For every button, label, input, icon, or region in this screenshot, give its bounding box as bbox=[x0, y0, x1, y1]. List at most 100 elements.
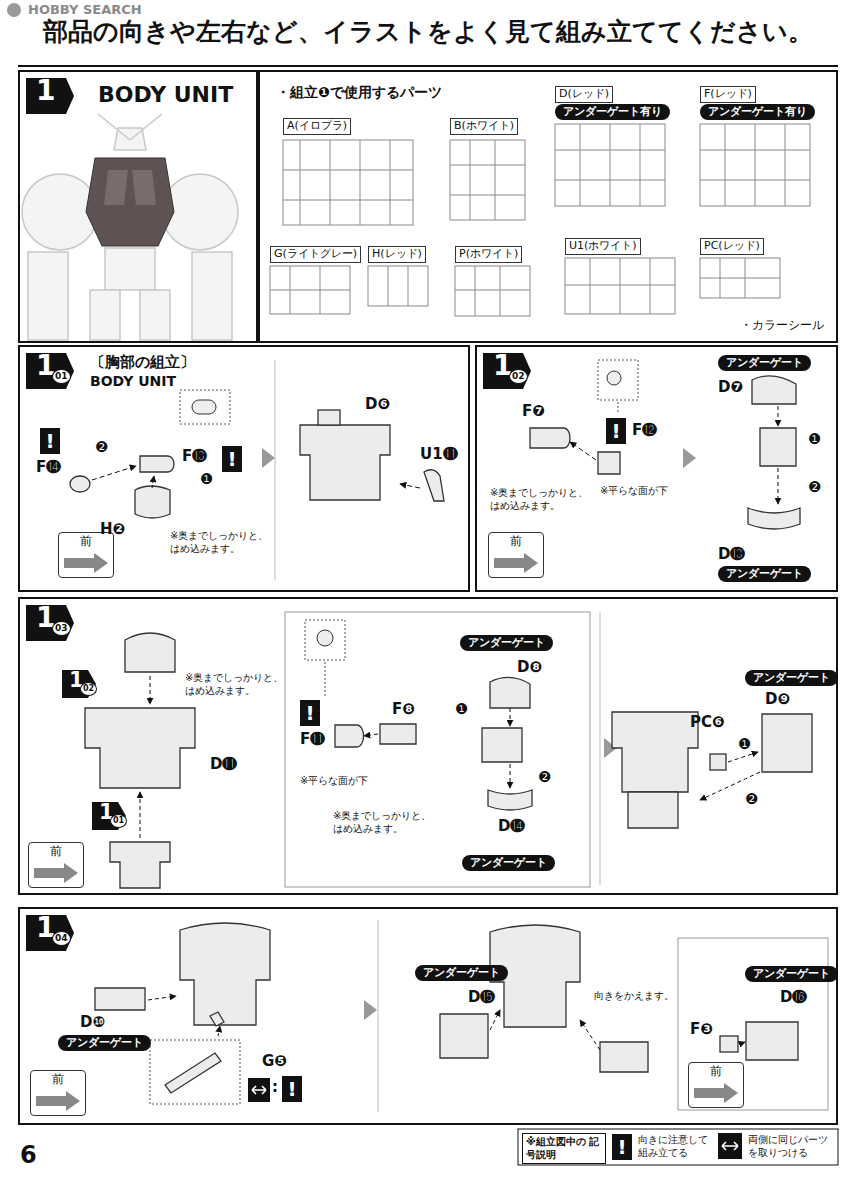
part-callout: G❺ bbox=[262, 1052, 287, 1071]
caution-symbol: ! bbox=[304, 700, 316, 726]
part-callout: F❸ bbox=[690, 1020, 713, 1039]
part-callout: ❷ bbox=[538, 768, 551, 787]
step-panel: 102!前アンダーゲートアンダーゲート bbox=[475, 345, 838, 592]
caution-mark: ! bbox=[300, 700, 320, 726]
step-panel: 104アンダーゲート!アンダーゲートアンダーゲート前前 bbox=[18, 907, 838, 1125]
note-text: ※平らな面が下 bbox=[600, 485, 675, 498]
front-arrow bbox=[32, 1088, 84, 1114]
panel-heading: 〔胸部の組立〕 bbox=[90, 353, 195, 371]
sub-step-number: 02 bbox=[80, 682, 97, 696]
legend-heading: ※組立図中の 記号説明 bbox=[526, 1136, 602, 1161]
front-text: 前 bbox=[689, 1063, 743, 1079]
runner-name: H(レッド) bbox=[372, 247, 422, 262]
part-callout: ❷ bbox=[808, 478, 821, 497]
runner-name: A(イロプラ) bbox=[287, 119, 347, 134]
undergate-text: アンダーゲート bbox=[726, 356, 803, 370]
part-callout: ❷ bbox=[95, 438, 108, 457]
part-callout: ・カラーシール bbox=[740, 318, 824, 333]
legend-heading-box: ※組立図中の 記号説明 bbox=[522, 1133, 606, 1164]
part-callout: D⓭ bbox=[718, 545, 745, 564]
part-callout: F⓫ bbox=[300, 730, 325, 749]
panel-heading: BODY UNIT bbox=[90, 373, 176, 390]
step-badge: 102 bbox=[481, 351, 541, 391]
undergate-text: アンダーゲート有り bbox=[563, 105, 662, 119]
runner-label: PC(レッド) bbox=[700, 238, 764, 255]
front-text: 前 bbox=[489, 533, 543, 549]
sub-step-number: 04 bbox=[52, 931, 71, 946]
step-reference-badge: 101 bbox=[90, 800, 136, 832]
part-callout: H❷ bbox=[100, 520, 125, 539]
caution-symbol: ! bbox=[610, 418, 622, 444]
caution-mark: ! bbox=[282, 1076, 302, 1102]
part-callout: D❿ bbox=[80, 1013, 105, 1032]
sub-step-number: 01 bbox=[52, 369, 71, 384]
undergate-tag: アンダーゲート bbox=[462, 855, 555, 871]
front-indicator: 前 bbox=[30, 1070, 86, 1116]
note-text: ※奥までしっかりと、 はめ込みます。 bbox=[170, 530, 270, 555]
caution-symbol: ! bbox=[226, 446, 238, 472]
runner-name: P(ホワイト) bbox=[459, 247, 518, 262]
front-indicator: 前 bbox=[58, 532, 114, 578]
runner-name: U1(ホワイト) bbox=[569, 239, 637, 254]
part-callout: ❶ bbox=[200, 470, 213, 489]
step-sub-badge: 101 bbox=[90, 800, 136, 832]
undergate-text: アンダーゲート有り bbox=[708, 105, 807, 119]
part-callout: D❼ bbox=[718, 378, 743, 397]
note-text: ※平らな面が下 bbox=[300, 775, 375, 788]
step-badge: 101 bbox=[24, 351, 84, 391]
undergate-text: アンダーゲート bbox=[470, 856, 547, 870]
undergate-tag: アンダーゲート bbox=[415, 965, 508, 981]
part-callout: U1⓫ bbox=[420, 445, 458, 464]
runner-label: H(レッド) bbox=[368, 246, 426, 263]
part-callout: F⓬ bbox=[632, 421, 657, 440]
caution-mark: ! bbox=[40, 428, 60, 454]
part-callout: : bbox=[272, 1078, 278, 1097]
undergate-text: アンダーゲート bbox=[753, 967, 830, 981]
panel-heading: BODY UNIT bbox=[98, 82, 233, 108]
front-indicator: 前 bbox=[688, 1062, 744, 1108]
caution-symbol: ! bbox=[286, 1076, 298, 1102]
part-callout: F⓭ bbox=[182, 447, 207, 466]
step-badge: 103 bbox=[24, 603, 84, 643]
undergate-tag: アンダーゲート bbox=[58, 1035, 151, 1051]
front-text: 前 bbox=[29, 843, 83, 859]
step-sub-badge: 102 bbox=[60, 668, 106, 700]
front-indicator: 前 bbox=[488, 532, 544, 578]
part-callout: D⓰ bbox=[780, 988, 807, 1007]
undergate-text: アンダーゲート bbox=[423, 966, 500, 980]
caution-mark: ! bbox=[222, 446, 242, 472]
runner-label: F(レッド) bbox=[700, 86, 756, 103]
part-callout: F❼ bbox=[522, 402, 545, 421]
caution-mark: ! bbox=[612, 1134, 632, 1160]
part-callout: D⓯ bbox=[468, 988, 495, 1007]
step-badge: 104 bbox=[24, 913, 84, 953]
front-arrow bbox=[690, 1080, 742, 1106]
part-callout: ❷ bbox=[745, 790, 758, 809]
undergate-tag: アンダーゲート bbox=[718, 355, 811, 371]
part-callout: F⓮ bbox=[36, 458, 61, 477]
panel-heading: ・組立❶で使用するパーツ bbox=[276, 84, 442, 101]
step-panel: 101 〔胸部の組立〕 BODY UNIT!! 前 bbox=[18, 345, 470, 592]
part-callout: D❻ bbox=[365, 395, 390, 414]
undergate-tag: アンダーゲート bbox=[460, 635, 553, 651]
sub-step-number: 02 bbox=[509, 369, 528, 384]
front-arrow bbox=[490, 550, 542, 576]
note-text: ※奥までしっかりと、 はめ込みます。 bbox=[490, 487, 590, 512]
part-callout: D⓮ bbox=[498, 817, 525, 836]
caution-symbol: ! bbox=[44, 428, 56, 454]
undergate-tag: アンダーゲート有り bbox=[700, 104, 815, 120]
note-text: 向きをかえます。 bbox=[594, 990, 674, 1003]
page-number: 6 bbox=[20, 1140, 37, 1170]
step-panel: 103102101前!アンダーゲートアンダーゲートアンダーゲート bbox=[18, 597, 838, 895]
undergate-tag: アンダーゲート bbox=[718, 566, 811, 582]
part-callout: PC❻ bbox=[690, 713, 725, 732]
caution-symbol: ! bbox=[616, 1134, 628, 1160]
legend-text: 向きに注意して 組み立てる bbox=[638, 1134, 714, 1159]
undergate-tag: アンダーゲート有り bbox=[555, 104, 670, 120]
step-badge: 1 bbox=[24, 76, 84, 116]
legend-text: 両側に同じパーツ を取りつける bbox=[748, 1134, 834, 1159]
undergate-tag: アンダーゲート bbox=[745, 966, 838, 982]
runner-label: P(ホワイト) bbox=[455, 246, 522, 263]
front-text: 前 bbox=[31, 1071, 85, 1087]
